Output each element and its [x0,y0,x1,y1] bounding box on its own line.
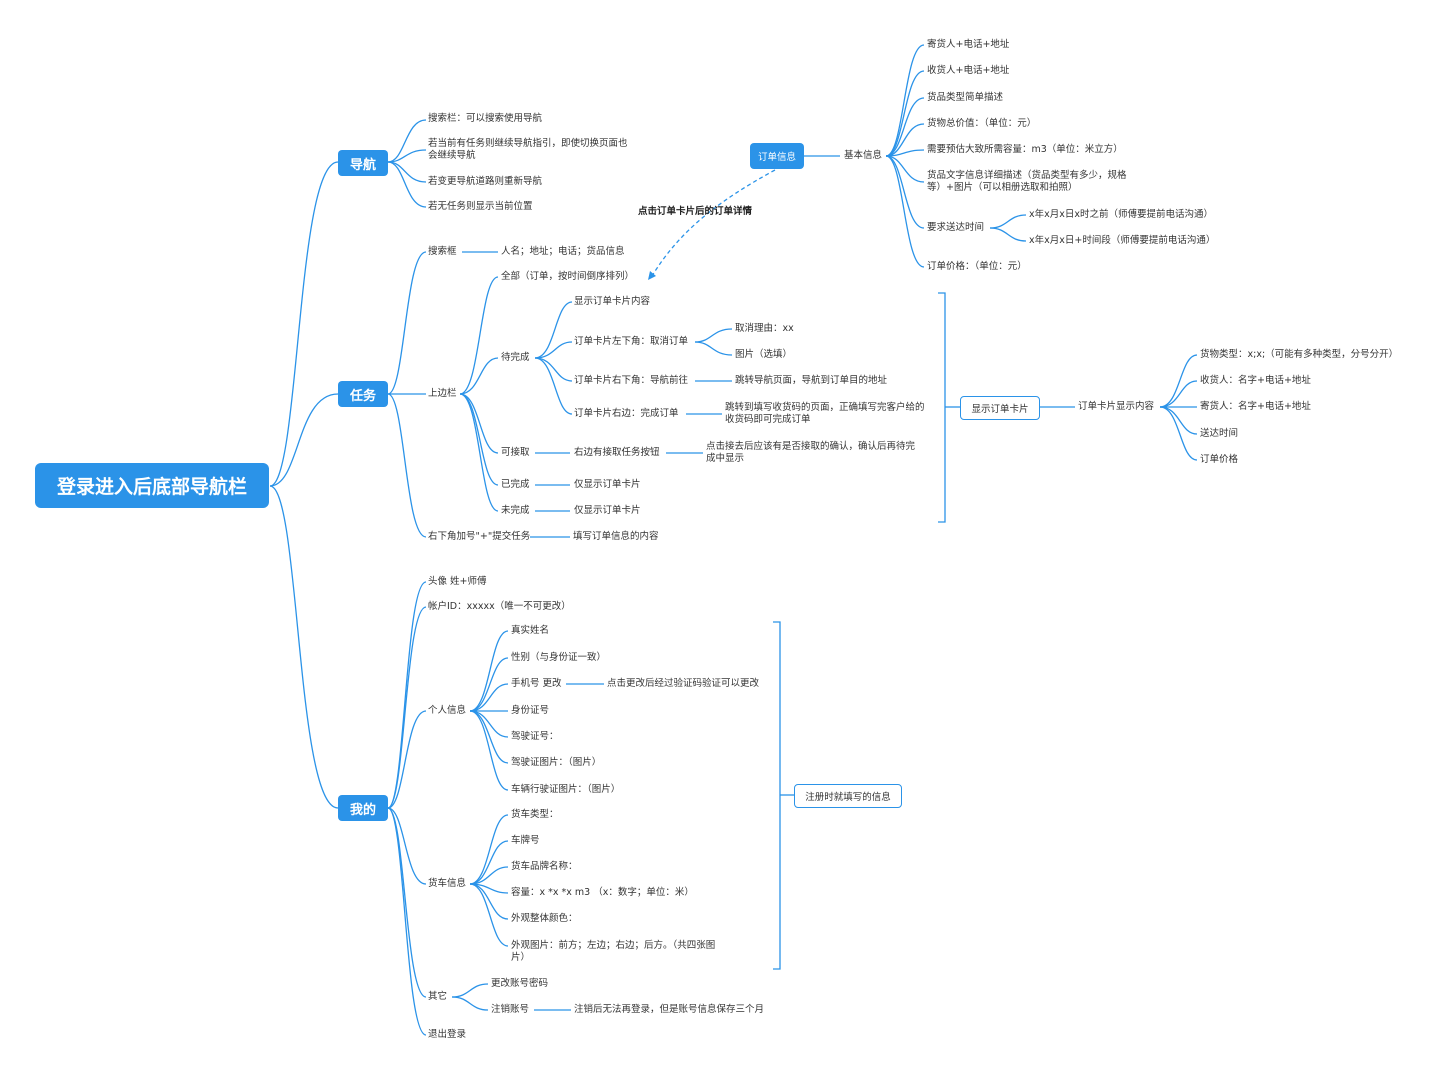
mine-personal-item: 驾驶证号： [511,731,559,742]
task-submit: 右下角加号"+"提交任务 [428,531,531,542]
task-undone: 未完成 [501,505,530,516]
register-note-node: 注册时就填写的信息 [794,784,902,808]
task-done: 已完成 [501,479,530,490]
card-content-item: 订单价格 [1200,454,1239,465]
mine-personal-item: 身份证号 [511,705,550,716]
task-cancel-image: 图片（选填） [735,349,793,360]
task-cancel-reason: 取消理由：xx [735,323,794,334]
order-time-option: x年x月x日+时间段（师傅要提前电话沟通） [1029,235,1216,246]
order-time-option: x年x月x日x时之前（师傅要提前电话沟通） [1029,209,1213,220]
task-undone-detail: 仅显示订单卡片 [574,505,641,516]
order-info-annotation: 点击订单卡片后的订单详情 [638,206,753,217]
card-content-item: 收货人：名字+电话+地址 [1200,375,1311,386]
root-node: 登录进入后底部导航栏 [35,463,269,508]
order-info-node: 订单信息 [750,143,804,169]
mine-account-id: 帐户ID：xxxxx（唯一不可更改） [428,601,571,612]
order-basic-item: 收货人+电话+地址 [927,65,1010,76]
nav-item: 若当前有任务则继续导航指引，即使切换页面也会继续导航 [428,138,628,161]
task-search-label: 搜索框 [428,246,457,257]
mine-personal-item: 驾驶证图片：（图片） [511,757,602,768]
mine-truck-item: 外观图片：前方；左边；右边；后方。（共四张图片） [511,940,716,963]
nav-item: 若无任务则显示当前位置 [428,201,533,212]
task-done-detail: 仅显示订单卡片 [574,479,641,490]
order-basic-label: 基本信息 [844,150,883,161]
mine-personal-label: 个人信息 [428,705,467,716]
task-all: 全部（订单，按时间倒序排列） [501,271,635,282]
task-node: 任务 [338,381,388,407]
order-time-label: 要求送达时间 [927,222,985,233]
task-available: 可接取 [501,447,530,458]
mine-truck-item: 外观整体颜色： [511,913,578,924]
mine-phone-detail: 点击更改后经过验证码验证可以更改 [607,678,760,689]
nav-node: 导航 [338,150,388,176]
order-basic-item: 货品类型简单描述 [927,92,1004,103]
card-content-label: 订单卡片显示内容 [1078,401,1155,412]
task-available-button: 右边有接取任务按钮 [574,447,660,458]
mine-truck-item: 车牌号 [511,835,540,846]
task-pending: 待完成 [501,352,530,363]
task-pending-nav: 订单卡片右下角：导航前往 [574,375,689,386]
task-pending-show-card: 显示订单卡片内容 [574,296,651,307]
card-content-item: 送达时间 [1200,428,1239,439]
order-basic-item: 货物总价值：（单位：元） [927,118,1037,129]
mine-change-pwd: 更改账号密码 [491,978,549,989]
task-pending-complete-detail: 跳转到填写收货码的页面，正确填写完客户给的收货码即可完成订单 [725,402,925,425]
mine-truck-item: 货车类型： [511,809,559,820]
mine-truck-label: 货车信息 [428,878,467,889]
order-basic-item: 寄货人+电话+地址 [927,39,1010,50]
mine-avatar: 头像 姓+师傅 [428,576,487,587]
task-available-detail: 点击接去后应该有是否接取的确认，确认后再待完成中显示 [706,441,916,464]
task-pending-complete: 订单卡片右边：完成订单 [574,408,679,419]
mine-personal-item: 车辆行驶证图片：（图片） [511,784,621,795]
card-display-node: 显示订单卡片 [960,396,1040,420]
mine-personal-item: 真实姓名 [511,625,550,636]
mine-cancel-account: 注销账号 [491,1004,530,1015]
mine-cancel-detail: 注销后无法再登录，但是账号信息保存三个月 [574,1004,765,1015]
nav-item: 若变更导航道路则重新导航 [428,176,543,187]
mine-node: 我的 [338,795,388,821]
mine-personal-item: 性别（与身份证一致） [511,652,607,663]
nav-item: 搜索栏：可以搜索使用导航 [428,113,543,124]
task-topbar: 上边栏 [428,388,457,399]
card-content-item: 货物类型：x;x;（可能有多种类型，分号分开） [1200,349,1399,360]
mine-other-label: 其它 [428,991,448,1002]
order-price: 订单价格：（单位：元） [927,261,1027,272]
task-pending-nav-detail: 跳转导航页面，导航到订单目的地址 [735,375,888,386]
task-submit-detail: 填写订单信息的内容 [573,531,659,542]
order-basic-item: 需要预估大致所需容量：m3（单位：米立方） [927,144,1123,155]
task-pending-cancel: 订单卡片左下角：取消订单 [574,336,689,347]
mine-truck-item: 容量：x *x *x m3 （x：数字；单位：米） [511,887,694,898]
mine-truck-item: 货车品牌名称： [511,861,578,872]
task-search-detail: 人名；地址；电话；货品信息 [501,246,625,257]
order-basic-item: 货品文字信息详细描述（货品类型有多少，规格等）+图片（可以相册选取和拍照） [927,170,1127,193]
mine-personal-item: 手机号 更改 [511,678,562,689]
card-content-item: 寄货人：名字+电话+地址 [1200,401,1311,412]
mine-logout: 退出登录 [428,1029,467,1040]
